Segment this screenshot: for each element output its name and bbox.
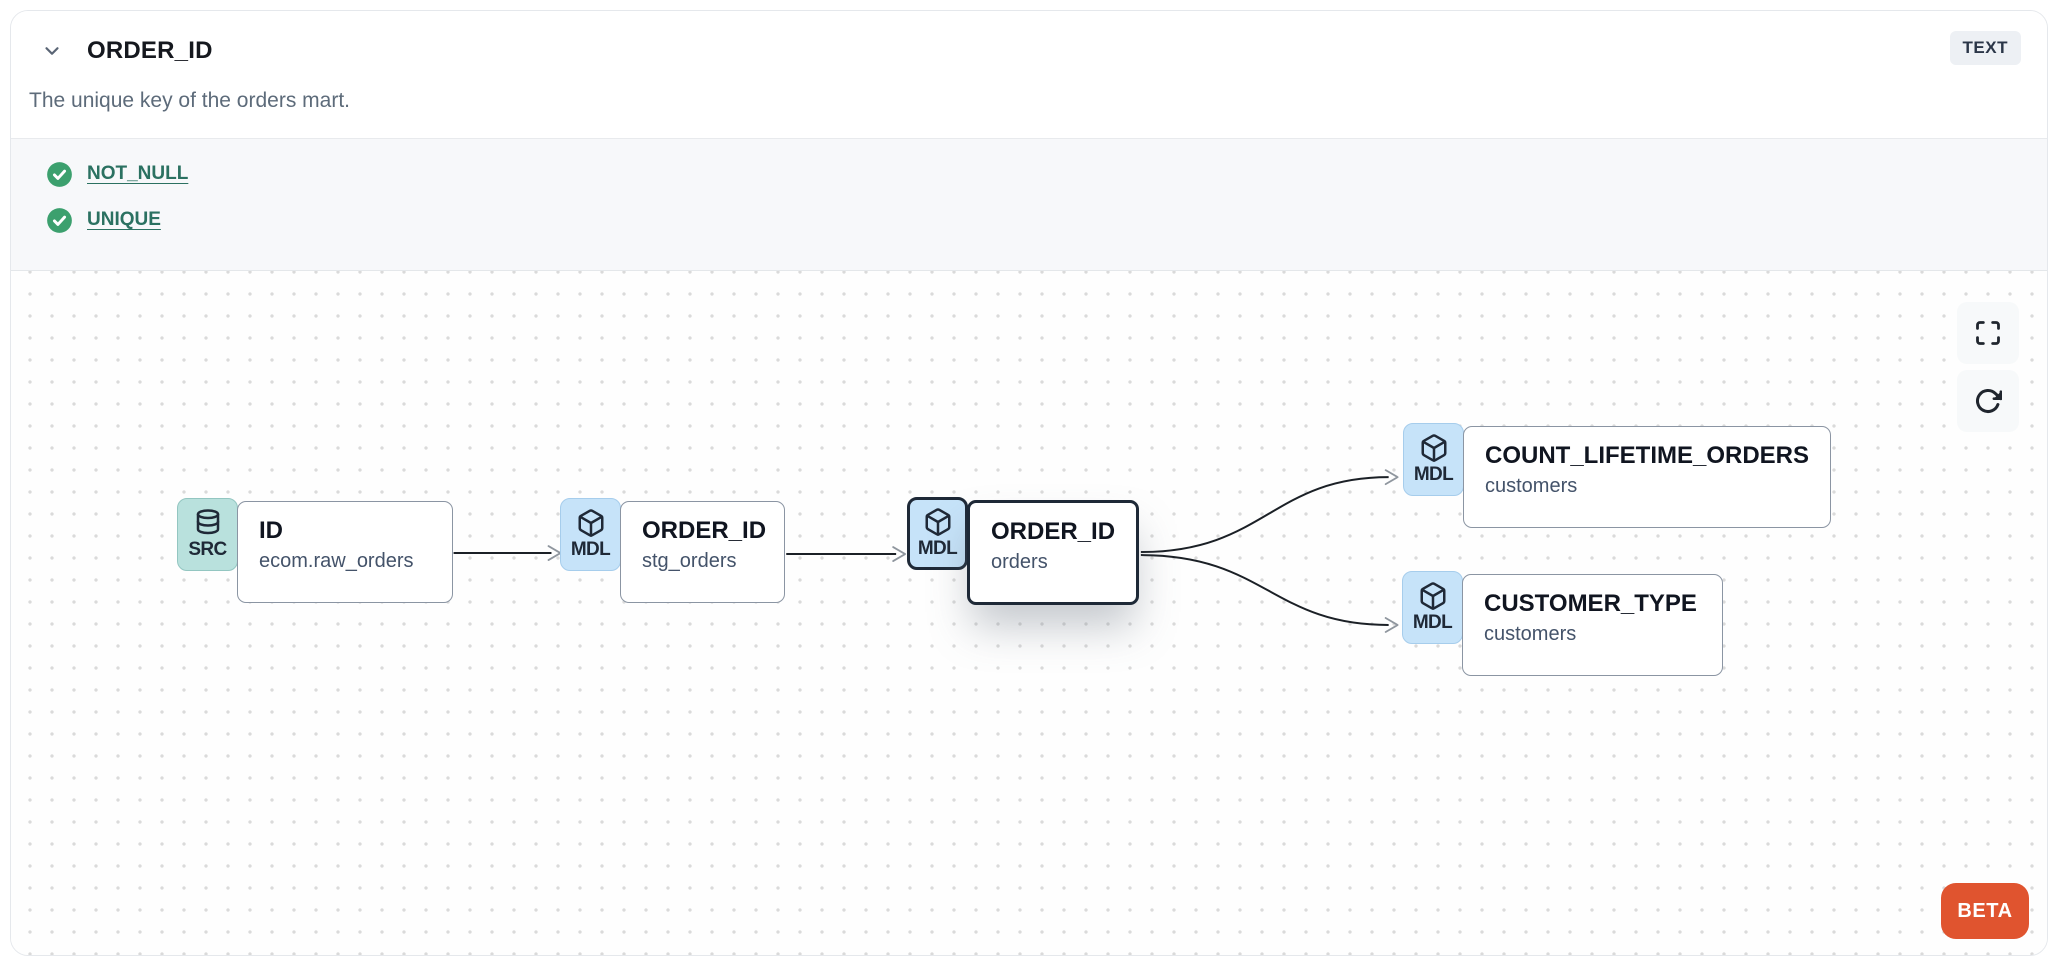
node-card: ID ecom.raw_orders (237, 501, 453, 603)
source-badge: SRC (177, 498, 238, 571)
model-badge: MDL (1402, 571, 1463, 644)
node-title: CUSTOMER_TYPE (1484, 590, 1697, 617)
node-card: ORDER_ID stg_orders (620, 501, 785, 603)
model-badge: MDL (907, 497, 968, 570)
node-title: COUNT_LIFETIME_ORDERS (1485, 442, 1810, 469)
column-type-badge: TEXT (1949, 31, 2021, 65)
node-title: ORDER_ID (991, 518, 1116, 545)
collapse-chevron-down-icon[interactable] (39, 38, 65, 64)
node-card: COUNT_LIFETIME_ORDERS customers (1463, 426, 1831, 528)
node-subtitle: ecom.raw_orders (259, 550, 414, 572)
model-badge: MDL (560, 498, 621, 571)
column-title: ORDER_ID (87, 37, 213, 64)
model-badge: MDL (1403, 423, 1464, 496)
lineage-canvas[interactable]: SRC ID ecom.raw_orders MDL ORDER_ID stg_… (11, 271, 2047, 955)
lineage-edges (453, 469, 1399, 633)
badge-label: MDL (917, 538, 958, 559)
node-card: CUSTOMER_TYPE customers (1462, 574, 1723, 676)
node-subtitle: customers (1485, 475, 1578, 497)
column-header: ORDER_ID TEXT The unique key of the orde… (11, 11, 2047, 139)
node-subtitle: stg_orders (642, 550, 737, 572)
column-description: The unique key of the orders mart. (29, 89, 350, 112)
badge-label: MDL (570, 539, 611, 560)
badge-label: MDL (1413, 464, 1454, 485)
cube-icon (576, 508, 606, 538)
cube-icon (1418, 581, 1448, 611)
database-icon (193, 508, 223, 538)
tests-section: NOT_NULL UNIQUE (11, 139, 2047, 271)
node-card: ORDER_ID orders (967, 500, 1139, 605)
column-details-panel: ORDER_ID TEXT The unique key of the orde… (10, 10, 2048, 956)
test-link-not-null[interactable]: NOT_NULL (87, 163, 189, 184)
test-row: UNIQUE (46, 205, 2047, 235)
fullscreen-button[interactable] (1957, 302, 2019, 364)
node-title: ORDER_ID (642, 517, 767, 544)
fullscreen-icon (1974, 319, 2002, 347)
check-circle-icon (46, 207, 73, 234)
beta-badge: BETA (1941, 883, 2029, 939)
node-subtitle: orders (991, 551, 1048, 573)
badge-label: MDL (1412, 612, 1453, 633)
node-title: ID (259, 517, 283, 544)
refresh-button[interactable] (1957, 370, 2019, 432)
cube-icon (923, 507, 953, 537)
check-circle-icon (46, 161, 73, 188)
test-row: NOT_NULL (46, 159, 2047, 189)
refresh-icon (1974, 387, 2002, 415)
badge-label: SRC (188, 539, 227, 560)
cube-icon (1419, 433, 1449, 463)
test-link-unique[interactable]: UNIQUE (87, 209, 161, 230)
node-subtitle: customers (1484, 623, 1577, 645)
